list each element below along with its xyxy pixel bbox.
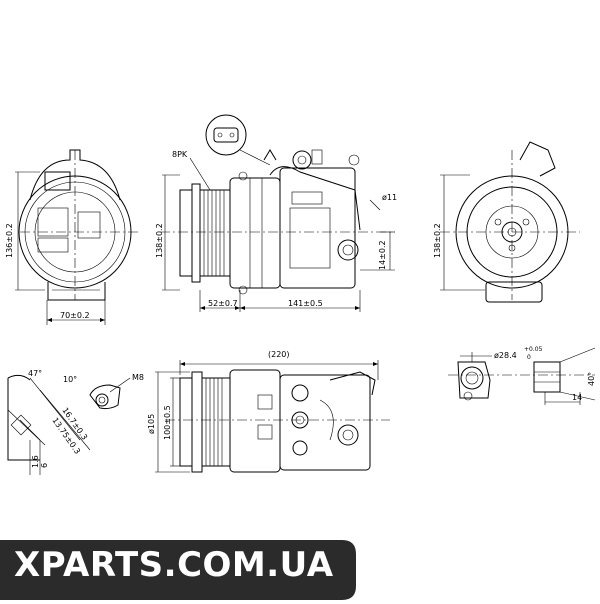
dim-14: 14±0.2 — [378, 240, 387, 270]
port-detail — [448, 347, 596, 405]
dim-1-6: 1.6 — [31, 455, 40, 468]
dim-100: 100±0.5 — [163, 405, 172, 440]
label-m8: M8 — [132, 373, 144, 382]
top-view — [155, 360, 390, 473]
mounting-lug — [89, 377, 131, 410]
dim-138-mid: 138±0.2 — [155, 223, 164, 258]
label-8pk: 8PK — [172, 150, 188, 159]
side-view-left — [15, 149, 140, 325]
dim-138-right: 138±0.2 — [433, 223, 442, 258]
dim-d11: ø11 — [382, 193, 397, 202]
dim-220: (220) — [268, 350, 290, 359]
tol-upper: +0.05 — [524, 346, 543, 353]
side-view-right — [440, 141, 580, 303]
angle-47: 47° — [28, 369, 42, 378]
dim-d28-4: ø28.4 — [494, 351, 517, 360]
front-view-middle — [160, 114, 395, 312]
angle-detail — [7, 374, 91, 475]
tol-lower: 0 — [527, 354, 531, 361]
dim-136-left: 136±0.2 — [5, 223, 14, 258]
dim-70: 70±0.2 — [60, 311, 90, 320]
dim-141: 141±0.5 — [288, 299, 323, 308]
angle-10: 10° — [63, 375, 77, 384]
watermark-text: XPARTS.COM.UA — [14, 545, 334, 585]
dim-6: 6 — [40, 463, 49, 468]
dim-52: 52±0.7 — [208, 299, 238, 308]
dim-d105: ø105 — [147, 414, 156, 434]
watermark-banner — [0, 540, 356, 600]
dim-14-port: 14 — [572, 393, 582, 402]
angle-40: 40° — [587, 372, 596, 386]
